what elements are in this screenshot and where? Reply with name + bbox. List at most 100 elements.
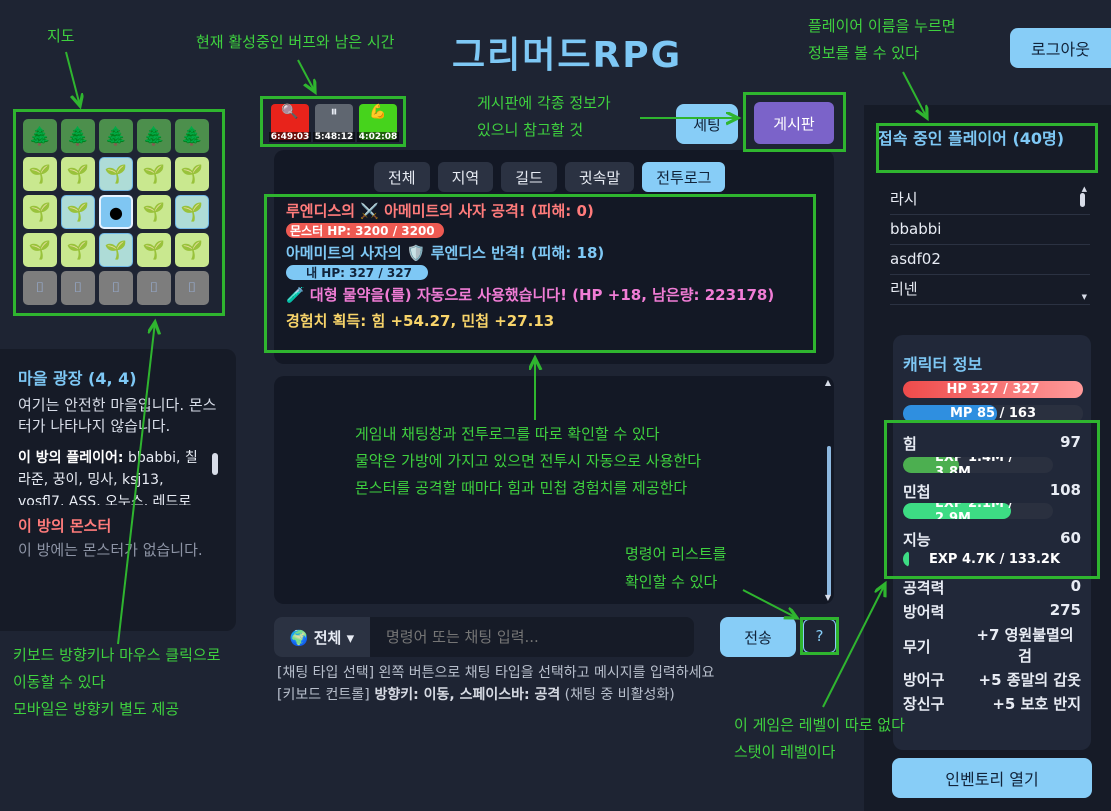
chat-input-bar: 🌍 전체 ▾ (274, 617, 694, 657)
annotation-cmd-1: 명령어 리스트를 (625, 545, 727, 563)
equip-armor-value[interactable]: +5 종말의 갑옷 (978, 671, 1081, 689)
chat-hint: [채팅 타입 선택] 왼쪽 버튼으로 채팅 타입을 선택하고 메시지를 입력하세… (277, 662, 714, 682)
room-monsters-empty: 이 방에는 몬스터가 없습니다. (18, 541, 203, 559)
annotation-box-stats (884, 420, 1100, 579)
world-map: 🌲🌲🌲🌲🌲🌱🌱🌱🌱🌱🌱🌱●🌱🌱🌱🌱🌱🌱🌱⌷⌷⌷⌷⌷ (17, 113, 219, 311)
tab-1[interactable]: 지역 (437, 162, 494, 192)
buff-timer: 5:48:12 (313, 132, 355, 142)
board-button[interactable]: 게시판 (754, 102, 834, 144)
settings-button[interactable]: 세팅 (676, 104, 738, 144)
buff-magnifier-icon[interactable]: 🔍6:49:03 (269, 104, 311, 142)
keyboard-hint-label: [키보드 컨트롤] (277, 687, 370, 703)
buff-timer: 4:02:08 (357, 132, 399, 142)
stat-dex-name: 민첩 (903, 483, 931, 501)
annotation-level-1: 이 게임은 레벨이 따로 없다 (734, 716, 905, 734)
map-tile-player-position[interactable]: ● (99, 195, 133, 229)
stat-dex-exp-bar: EXP 2.1M / 2.9M (903, 503, 1053, 519)
equip-armor-label: 방어구 (903, 671, 945, 689)
stat-int-exp-bar: EXP 4.7K / 133.2K (903, 551, 1081, 567)
stat-dex-exp-label: EXP 2.1M / 2.9M (935, 503, 1014, 519)
annotation-chat-1: 게임내 채팅창과 전투로그를 따로 확인할 수 있다 (355, 425, 660, 443)
map-tile-grass[interactable]: 🌱 (175, 233, 209, 267)
annotation-level-2: 스탯이 레벨이다 (734, 743, 836, 761)
map-tile-grass[interactable]: 🌱 (61, 233, 95, 267)
map-tile-reachable[interactable]: 🌱 (61, 195, 95, 229)
map-tile-wall[interactable]: ⌷ (23, 271, 57, 305)
room-title: 마을 광장 (4, 4) (18, 369, 137, 388)
chat-input[interactable] (370, 617, 694, 657)
inventory-button[interactable]: 인벤토리 열기 (892, 758, 1092, 798)
stat-str-exp-label: EXP 1.4M / 3.8M (935, 457, 1014, 473)
map-tile-wall[interactable]: ⌷ (175, 271, 209, 305)
map-tile-forest[interactable]: 🌲 (99, 119, 133, 153)
buff-timer: 6:49:03 (269, 132, 311, 142)
online-player-item[interactable]: 라시 (890, 185, 1090, 215)
map-tile-grass[interactable]: 🌱 (23, 195, 57, 229)
online-player-item[interactable]: bbabbi (890, 215, 1090, 245)
map-tile-wall[interactable]: ⌷ (99, 271, 133, 305)
map-tile-grass[interactable]: 🌱 (23, 157, 57, 191)
stat-int-exp-fill (903, 551, 910, 567)
room-players-scrollbar[interactable] (212, 453, 218, 475)
annotation-box-online (876, 123, 1098, 173)
tab-0[interactable]: 전체 (374, 162, 430, 192)
stat-str-exp-fill (903, 457, 959, 473)
map-tile-forest[interactable]: 🌲 (137, 119, 171, 153)
map-tile-wall[interactable]: ⌷ (61, 271, 95, 305)
map-tile-forest[interactable]: 🌲 (61, 119, 95, 153)
stat-int-value: 60 (1060, 529, 1081, 547)
my-hp-bar: 내 HP: 327 / 327 (286, 265, 428, 280)
tab-3[interactable]: 귓속말 (564, 162, 635, 192)
chat-scroll-up-icon[interactable]: ▲ (824, 378, 831, 387)
room-players-list[interactable]: 이 방의 플레이어: bbabbi, 칠라준, 꿍이, 밍사, ksj13, v… (18, 447, 218, 505)
mp-label: MP 85 / 163 (949, 406, 1037, 421)
map-tile-grass[interactable]: 🌱 (137, 157, 171, 191)
map-tile-reachable[interactable]: 🌱 (175, 195, 209, 229)
map-tile-forest[interactable]: 🌲 (175, 119, 209, 153)
stat-int-exp-label: EXP 4.7K / 133.2K (929, 551, 1061, 567)
arrow-buffs (297, 59, 315, 92)
equip-accessory-value[interactable]: +5 보호 반지 (992, 695, 1081, 713)
room-monsters-title: 이 방의 몬스터 (18, 517, 112, 535)
map-tile-grass[interactable]: 🌱 (175, 157, 209, 191)
annotation-name-1: 플레이어 이름을 누르면 (808, 17, 956, 35)
online-scroll-down-icon[interactable]: ▼ (1081, 293, 1087, 301)
annotation-chat-2: 물약은 가방에 가지고 있으면 전투시 자동으로 사용한다 (355, 452, 702, 470)
map-tile-reachable[interactable]: 🌱 (99, 157, 133, 191)
equip-weapon-value[interactable]: +7 영원불멸의 검 (976, 626, 1074, 665)
map-tile-grass[interactable]: 🌱 (137, 233, 171, 267)
send-button[interactable]: 전송 (720, 617, 796, 657)
online-scroll-up-icon[interactable]: ▲ (1081, 185, 1087, 193)
chat-panel[interactable]: ▲ ▼ (274, 376, 834, 604)
stat-int-name: 지능 (903, 531, 931, 549)
tab-2[interactable]: 길드 (501, 162, 557, 192)
chat-type-select[interactable]: 🌍 전체 ▾ (274, 617, 370, 657)
tab-4[interactable]: 전투로그 (642, 162, 726, 192)
mp-bar: MP 85 / 163 (903, 405, 1083, 422)
map-tile-wall[interactable]: ⌷ (137, 271, 171, 305)
online-player-item[interactable]: 리넨 (890, 275, 1090, 305)
log-line-exp: 경험치 획득: 힘 +54.27, 민첩 +27.13 (286, 312, 555, 330)
map-tile-grass[interactable]: 🌱 (137, 195, 171, 229)
chat-scroll-down-icon[interactable]: ▼ (824, 593, 831, 602)
logout-button[interactable]: 로그아웃 (1010, 28, 1111, 68)
annotation-buffs: 현재 활성중인 버프와 남은 시간 (196, 33, 395, 51)
map-tile-reachable[interactable]: 🌱 (99, 233, 133, 267)
map-tile-grass[interactable]: 🌱 (61, 157, 95, 191)
stat-str-exp-bar: EXP 1.4M / 3.8M (903, 457, 1053, 473)
buff-muscle-icon[interactable]: 💪4:02:08 (357, 104, 399, 142)
chat-scrollbar[interactable] (827, 446, 831, 596)
online-player-item[interactable]: asdf02 (890, 245, 1090, 275)
buff-pause-icon[interactable]: ⏸5:48:12 (313, 104, 355, 142)
hp-bar: HP 327 / 327 (903, 381, 1083, 398)
equip-accessory-label: 장신구 (903, 695, 945, 713)
map-tile-forest[interactable]: 🌲 (23, 119, 57, 153)
annotation-chat-3: 몬스터를 공격할 때마다 힘과 민첩 경험치를 제공한다 (355, 479, 688, 497)
equip-weapon-label: 무기 (903, 637, 931, 656)
online-players-scrollbar[interactable] (1080, 193, 1085, 207)
map-tile-grass[interactable]: 🌱 (23, 233, 57, 267)
stat-int: 지능 60 (903, 529, 1081, 550)
log-line-attack: 루엔디스의 ⚔️ 아메미트의 사자 공격! (피해: 0) (286, 202, 594, 220)
